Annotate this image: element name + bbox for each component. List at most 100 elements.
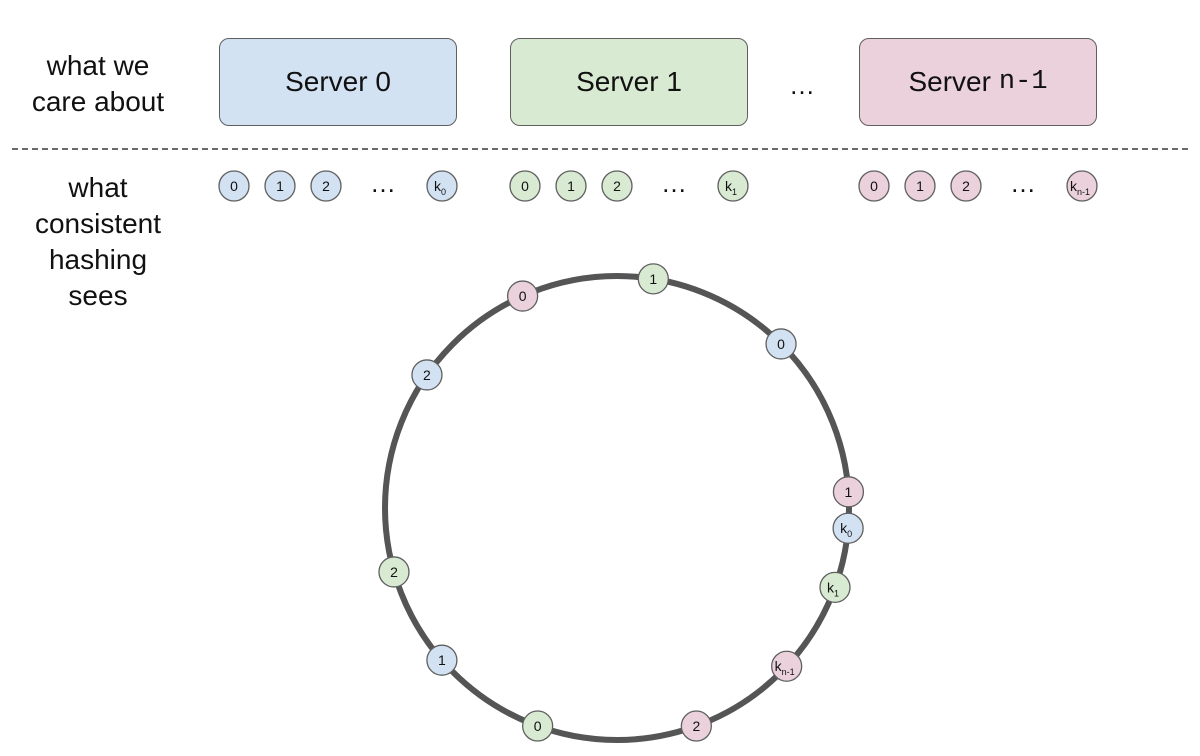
node-label-main: k [827,579,835,595]
ring-node-green-0: 0 [522,710,554,742]
node-label-main: k [434,178,442,194]
node-label-sub: 1 [732,187,737,197]
side-label-care-about: what we care about [18,48,178,120]
vnode-blue-1: 1 [264,170,296,202]
server-label: Server 0 [285,66,391,97]
ring-node-blue-k: k0 [832,512,864,544]
node-circle [264,170,296,202]
node-circle [904,170,936,202]
servers-ellipsis: … [789,70,815,100]
node-label-main: k [1070,178,1078,194]
ring-node-pink-0: 0 [506,280,539,312]
node-label: kn-1 [775,658,795,677]
node-label: 0 [521,178,529,194]
ring-node-green-1: 1 [637,263,669,295]
ring-node-blue-0: 0 [765,328,797,360]
node-label: 0 [230,178,238,194]
vnode-green-k: k1 [717,170,749,202]
node-circle [218,170,250,202]
ring-node-green-k: k1 [819,571,851,603]
node-label: 2 [423,367,431,383]
server-box-0: Server 0 [219,38,457,126]
node-label-sub: n-1 [782,667,795,677]
node-circle [378,556,410,588]
node-label: 2 [390,564,398,580]
node-label: k1 [725,178,737,197]
node-label: k0 [840,520,852,539]
vnode-blue-2: 2 [310,170,342,202]
vnode-ellipsis-green: … [661,168,687,198]
ring-node-pink-k: kn-1 [771,650,803,682]
side-label-line: care about [31,86,165,117]
node-label: 1 [649,271,657,287]
node-label: 1 [438,652,446,668]
node-circle [858,170,890,202]
vnode-ellipsis-blue: … [370,168,396,198]
node-label-sub: 1 [834,588,839,598]
node-label-main: k [840,520,848,536]
server-label: Server 1 [576,66,682,97]
vnode-green-1: 1 [555,170,587,202]
node-circle [426,644,458,676]
node-label: 2 [962,178,970,194]
server-box-1: Server 1 [510,38,748,126]
vnode-green-0: 0 [509,170,541,202]
node-circle [765,328,797,360]
server-index-mono: n-1 [998,67,1048,97]
side-label-line: what [68,172,128,203]
node-circle [950,170,982,202]
vnode-pink-1: 1 [904,170,936,202]
node-circle [411,359,443,391]
node-label-main: k [775,658,783,674]
node-label: 0 [870,178,878,194]
node-circle [555,170,587,202]
vnode-pink-0: 0 [858,170,890,202]
vnode-blue-k: k0 [426,170,458,202]
node-label: 2 [613,178,621,194]
node-circle [310,170,342,202]
side-label-line: hashing [48,244,148,275]
node-circle [522,710,554,742]
vnode-blue-0: 0 [218,170,250,202]
node-circle [509,170,541,202]
node-circle [717,170,749,202]
node-label: 1 [567,178,575,194]
node-circle [1066,170,1098,202]
ring-node-blue-1: 1 [426,644,458,676]
node-circle [426,170,458,202]
node-label: 1 [916,178,924,194]
vnode-pink-k: kn-1 [1066,170,1098,202]
node-label: k0 [434,178,446,197]
ring-node-green-2: 2 [378,556,410,588]
server-label: Server [908,66,991,97]
dashed-divider [12,148,1188,150]
node-label: 0 [519,288,527,304]
node-circle [771,650,803,682]
node-label: kn-1 [1070,178,1090,197]
node-label: 2 [692,718,700,734]
server-box-n-1: Server n-1 [859,38,1097,126]
node-circle [637,263,669,295]
node-label: 2 [322,178,330,194]
node-circle [819,571,851,603]
side-label-hashing-sees: what consistent hashing sees [18,170,178,314]
vnode-ellipsis-pink: … [1010,168,1036,198]
vnode-pink-2: 2 [950,170,982,202]
node-circle [832,512,864,544]
node-label: k1 [827,579,839,598]
node-label-sub: n-1 [1077,187,1090,197]
node-label-sub: 0 [441,187,446,197]
node-circle [680,710,712,742]
hash-ring [382,273,852,743]
ring-node-blue-2: 2 [411,359,443,391]
side-label-line: consistent [34,208,162,239]
node-circle [832,476,865,508]
node-circle [601,170,633,202]
node-label: 0 [534,718,542,734]
node-label: 0 [777,336,785,352]
node-circle [506,280,539,312]
ring-node-pink-1: 1 [832,476,865,508]
side-label-line: sees [68,280,128,311]
vnode-green-2: 2 [601,170,633,202]
